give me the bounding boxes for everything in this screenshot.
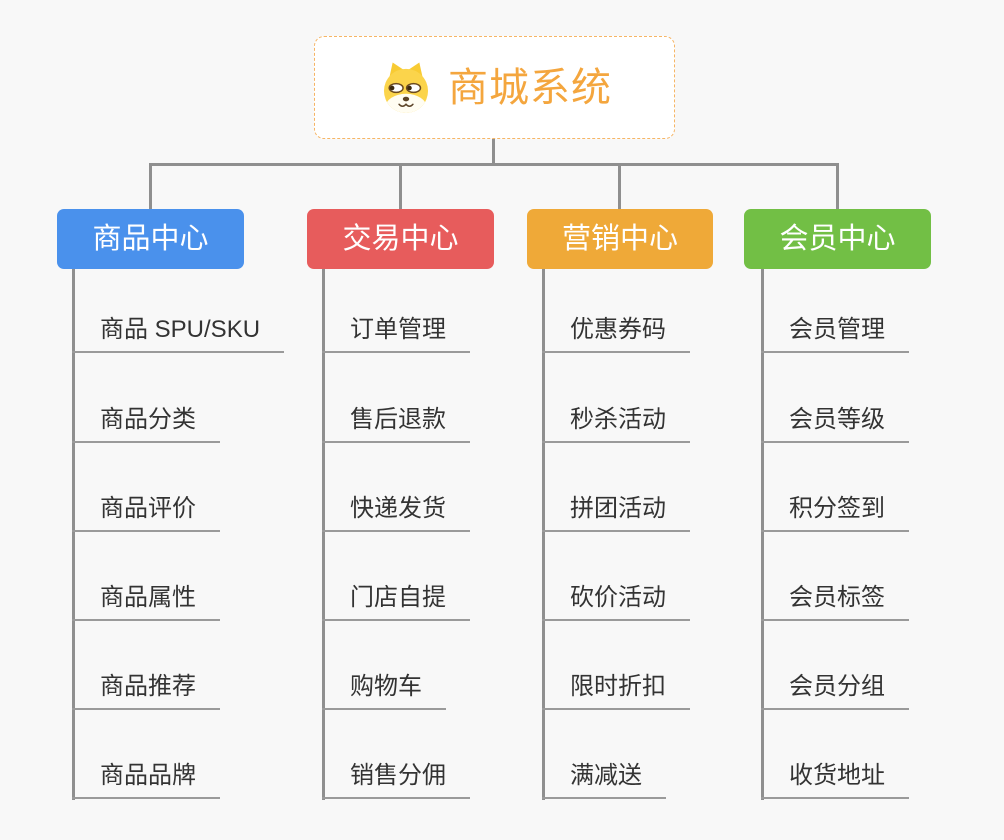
- child-node[interactable]: 订单管理: [322, 305, 470, 353]
- child-node-label: 商品 SPU/SKU: [100, 316, 261, 343]
- branch-node-product-center[interactable]: 商品中心: [57, 209, 244, 269]
- child-node-label: 秒杀活动: [570, 406, 666, 433]
- connector-line: [492, 139, 495, 166]
- trunk-line: [322, 269, 325, 800]
- child-node[interactable]: 优惠券码: [542, 305, 690, 353]
- child-node-label: 会员标签: [789, 584, 885, 611]
- child-node[interactable]: 商品分类: [72, 395, 220, 443]
- root-node[interactable]: 商城系统: [314, 36, 675, 139]
- connector-line: [836, 163, 839, 210]
- child-node-label: 商品品牌: [100, 762, 196, 789]
- connector-line: [149, 163, 839, 166]
- root-title: 商城系统: [448, 65, 612, 110]
- connector-line: [149, 163, 152, 210]
- child-node[interactable]: 积分签到: [761, 484, 909, 532]
- branch-node-trade-center[interactable]: 交易中心: [307, 209, 494, 269]
- child-node-label: 商品分类: [100, 406, 196, 433]
- child-node[interactable]: 限时折扣: [542, 662, 690, 710]
- child-node-label: 砍价活动: [570, 584, 666, 611]
- child-node-label: 门店自提: [350, 584, 446, 611]
- child-node-label: 订单管理: [350, 316, 446, 343]
- child-node-label: 快递发货: [350, 495, 446, 522]
- child-node-label: 购物车: [350, 673, 422, 700]
- child-node[interactable]: 会员等级: [761, 395, 909, 443]
- branch-node-marketing-center[interactable]: 营销中心: [527, 209, 713, 269]
- child-node[interactable]: 秒杀活动: [542, 395, 690, 443]
- trunk-line: [761, 269, 764, 800]
- child-node[interactable]: 快递发货: [322, 484, 470, 532]
- branch-label: 营销中心: [561, 222, 678, 255]
- child-node-label: 商品推荐: [100, 673, 196, 700]
- child-node[interactable]: 会员管理: [761, 305, 909, 353]
- child-node-label: 商品属性: [100, 584, 196, 611]
- connector-line: [399, 163, 402, 210]
- branch-node-member-center[interactable]: 会员中心: [744, 209, 931, 269]
- child-node[interactable]: 满减送: [542, 751, 666, 799]
- child-node-label: 会员管理: [789, 316, 885, 343]
- child-node-label: 销售分佣: [350, 762, 446, 789]
- child-node[interactable]: 拼团活动: [542, 484, 690, 532]
- child-node-label: 拼团活动: [570, 495, 666, 522]
- child-node[interactable]: 门店自提: [322, 573, 470, 621]
- child-node-label: 会员等级: [789, 406, 885, 433]
- child-node-label: 会员分组: [789, 673, 885, 700]
- branch-label: 商品中心: [92, 222, 209, 255]
- connector-line: [618, 163, 621, 210]
- child-node[interactable]: 会员分组: [761, 662, 909, 710]
- child-node[interactable]: 砍价活动: [542, 573, 690, 621]
- child-node[interactable]: 购物车: [322, 662, 446, 710]
- child-node-label: 限时折扣: [570, 673, 666, 700]
- child-node[interactable]: 销售分佣: [322, 751, 470, 799]
- child-node[interactable]: 商品推荐: [72, 662, 220, 710]
- child-node-label: 优惠券码: [570, 316, 666, 343]
- child-node[interactable]: 会员标签: [761, 573, 909, 621]
- trunk-line: [542, 269, 545, 800]
- child-node[interactable]: 收货地址: [761, 751, 909, 799]
- trunk-line: [72, 269, 75, 800]
- child-node-label: 商品评价: [100, 495, 196, 522]
- branch-label: 交易中心: [342, 222, 459, 255]
- child-node[interactable]: 商品属性: [72, 573, 220, 621]
- child-node-label: 积分签到: [789, 495, 885, 522]
- branch-label: 会员中心: [779, 222, 896, 255]
- child-node[interactable]: 商品品牌: [72, 751, 220, 799]
- child-node-label: 满减送: [570, 762, 642, 789]
- child-node[interactable]: 商品 SPU/SKU: [72, 305, 285, 353]
- child-node-label: 售后退款: [350, 406, 446, 433]
- child-node[interactable]: 商品评价: [72, 484, 220, 532]
- child-node-label: 收货地址: [789, 762, 885, 789]
- shiba-dog-icon: [383, 61, 429, 113]
- child-node[interactable]: 售后退款: [322, 395, 470, 443]
